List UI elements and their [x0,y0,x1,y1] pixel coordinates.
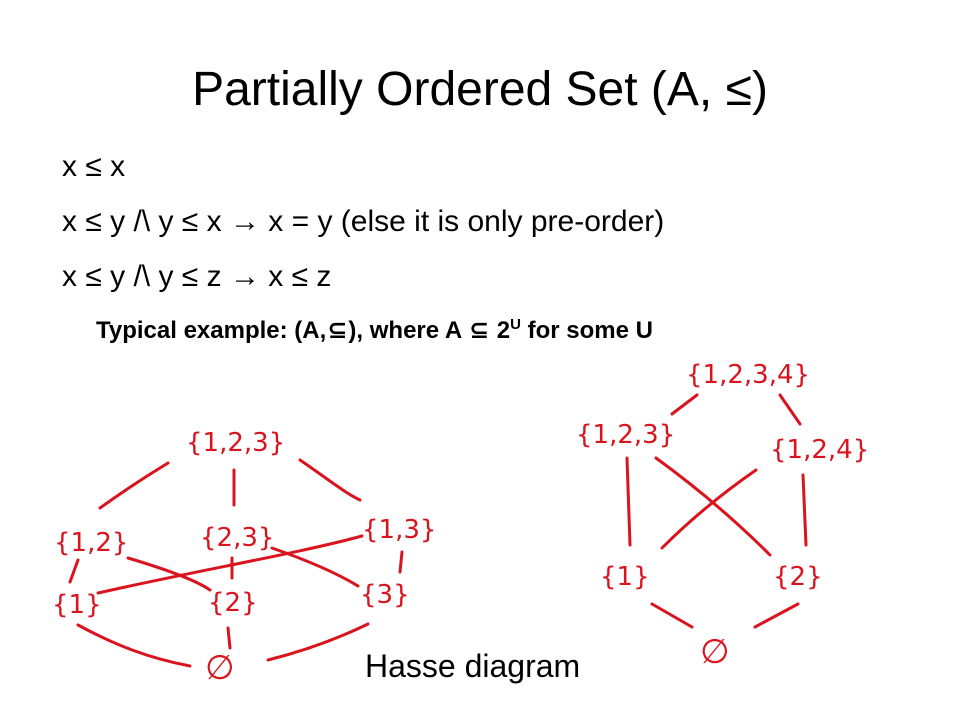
edge [778,393,802,426]
edge [96,534,364,595]
edge [266,622,370,662]
node-1-2-3: {1,2,3} [576,420,675,450]
node-1: {1} [600,562,650,592]
example-base: 2 [496,317,511,344]
hasse-diagram-caption: Hasse diagram [365,648,581,684]
node-1: {1} [52,590,102,620]
example-middle: ), where A [348,317,468,344]
axiom-reflexive: x ≤ x [62,150,126,183]
slide-title: Partially Ordered Set (A, ≤) [192,63,768,116]
edge [226,626,232,650]
example-suffix: for some U [520,317,653,344]
node-1-2: {1,2} [54,528,128,558]
edge [398,550,404,574]
subset-symbol: ⊆ [468,317,490,344]
hasse-diagram-right: {1,2,3,4} {1,2,3} {1,2,4} {1} {2} ∅ [576,360,869,672]
example-prefix: Typical example: (A, [96,317,327,344]
node-1-2-4: {1,2,4} [770,435,869,465]
subset-symbol: ⊆ [327,317,348,344]
example-superscript: U [510,316,521,333]
edge [650,602,694,629]
node-1-2-3-4: {1,2,3,4} [686,360,810,390]
edge [298,458,362,502]
node-1-2-3: {1,2,3} [186,428,285,458]
edge [76,623,192,668]
edge [126,556,212,592]
edge [625,456,632,547]
edge [670,393,699,416]
node-1-3: {1,3} [362,515,436,545]
node-2: {2} [208,588,258,618]
node-empty-set: ∅ [205,648,235,688]
edge [68,558,80,584]
node-2-3: {2,3} [200,523,274,553]
hasse-diagram-left: {1,2,3} {1,2} {2,3} {1,3} {1} {2} {3} ∅ [52,428,436,688]
axiom-antisymmetric: x ≤ y /\ y ≤ x → x = y (else it is only … [62,205,665,238]
edge [98,461,170,510]
edge [753,602,800,629]
node-empty-set: ∅ [700,632,730,672]
edge [801,473,808,547]
edge [660,468,758,550]
axiom-transitive: x ≤ y /\ y ≤ z → x ≤ z [62,260,332,293]
node-2: {2} [773,562,823,592]
edge [270,546,360,588]
typical-example: Typical example: (A,⊆), where A ⊆ 2U for… [96,308,653,348]
edge [654,456,772,557]
node-3: {3} [360,580,410,610]
